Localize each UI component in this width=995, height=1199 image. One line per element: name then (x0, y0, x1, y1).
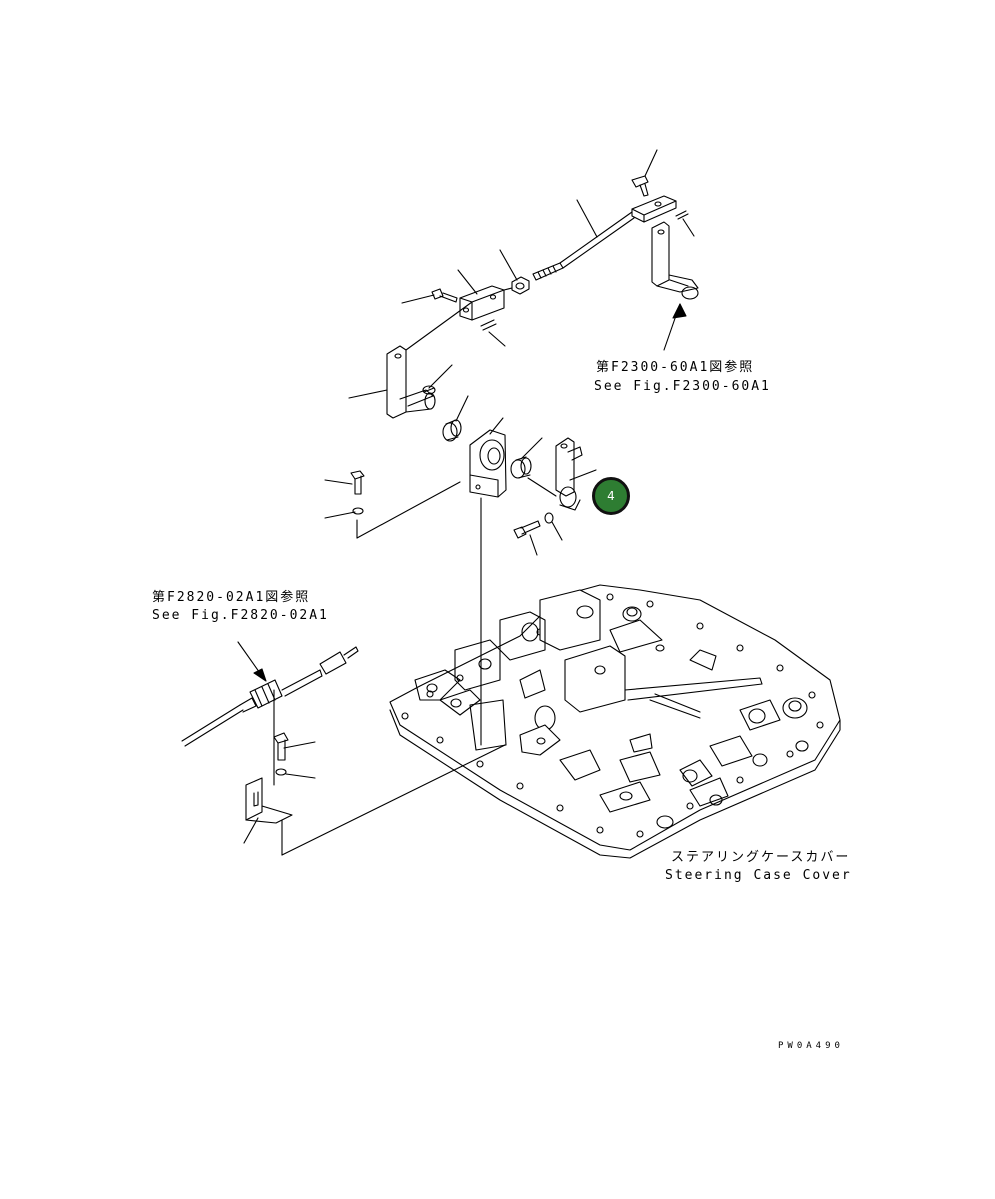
lever-left (386, 345, 436, 419)
reference-arrows (253, 303, 687, 682)
control-cable (181, 646, 359, 747)
washer-cable (275, 768, 287, 776)
locknut-rod (511, 276, 530, 295)
clevis-block-left (459, 285, 505, 321)
bolt-center (513, 520, 541, 539)
cable-bracket (245, 777, 293, 824)
ref-f2820-japanese: 第F2820-02A1図参照 (152, 590, 311, 605)
cotter-pin-left (422, 385, 436, 395)
callout-number: 4 (607, 489, 615, 503)
lever-center (555, 437, 583, 511)
bushing-left (442, 419, 462, 442)
washer-left-lower (352, 507, 364, 515)
adjust-rod (532, 211, 635, 281)
pin-upper-right (675, 210, 689, 220)
bolt-cable (273, 732, 289, 761)
washer-center (544, 512, 554, 524)
leader-lines (237, 149, 695, 844)
bolt-left-lower (350, 470, 365, 495)
steering-case-cover (389, 584, 841, 859)
bushing-center (510, 456, 532, 479)
ref-f2300-english: See Fig.F2300-60A1 (594, 379, 771, 394)
part-callout-badge[interactable]: 4 (592, 477, 630, 515)
assembly-lines (273, 287, 557, 856)
lever-upper-right (651, 221, 699, 300)
case-cover-label-english: Steering Case Cover (665, 868, 852, 883)
case-cover-label-japanese: ステアリングケースカバー (671, 850, 851, 865)
bolt-left (431, 288, 458, 303)
ref-f2820-english: See Fig.F2820-02A1 (152, 608, 329, 623)
upper-bolt (631, 175, 649, 197)
drawing-code: PW0A490 (778, 1041, 844, 1051)
rod-end-clevis (631, 195, 677, 223)
ref-f2300-japanese: 第F2300-60A1図参照 (596, 360, 755, 375)
pivot-bracket (469, 429, 507, 498)
pin-left (480, 319, 497, 331)
